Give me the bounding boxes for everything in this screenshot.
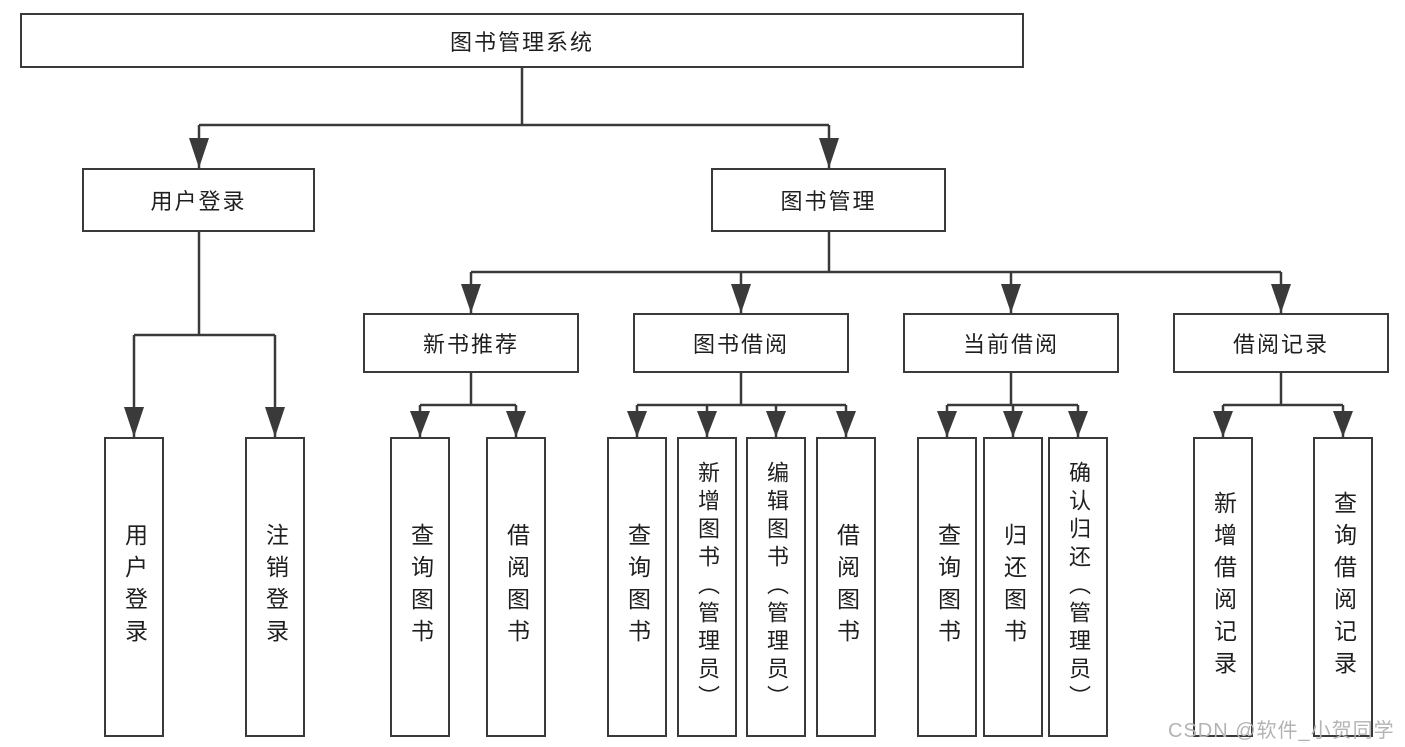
leaf-records-add: 新增借阅记录 bbox=[1193, 437, 1253, 737]
leaf-current-return-label: 归还图书 bbox=[1000, 523, 1027, 651]
leaf-newbooks-query-label: 查询图书 bbox=[407, 523, 434, 651]
node-borrow-records: 借阅记录 bbox=[1173, 313, 1389, 373]
node-new-books: 新书推荐 bbox=[363, 313, 579, 373]
node-book-borrow-label: 图书借阅 bbox=[692, 332, 789, 357]
node-root: 图书管理系统 bbox=[20, 13, 1024, 68]
node-book-mgmt-label: 图书管理 bbox=[780, 189, 877, 214]
node-root-label: 图书管理系统 bbox=[449, 29, 594, 55]
node-current-borrow: 当前借阅 bbox=[903, 313, 1119, 373]
leaf-newbooks-query: 查询图书 bbox=[390, 437, 450, 737]
leaf-borrow-edit-admin-label: 编辑图书（管理员） bbox=[764, 461, 789, 713]
leaf-records-query-label: 查询借阅记录 bbox=[1330, 491, 1357, 683]
leaf-records-query: 查询借阅记录 bbox=[1313, 437, 1373, 737]
leaf-current-query-label: 查询图书 bbox=[934, 523, 961, 651]
leaf-current-confirm-admin: 确认归还（管理员） bbox=[1048, 437, 1108, 737]
node-user-login-label: 用户登录 bbox=[150, 189, 247, 214]
node-book-mgmt: 图书管理 bbox=[711, 168, 946, 232]
leaf-borrow-query-label: 查询图书 bbox=[624, 523, 651, 651]
node-user-login: 用户登录 bbox=[82, 168, 315, 232]
node-new-books-label: 新书推荐 bbox=[422, 332, 519, 357]
leaf-borrow-add-admin-label: 新增图书（管理员） bbox=[695, 461, 720, 713]
leaf-borrow-edit-admin: 编辑图书（管理员） bbox=[746, 437, 806, 737]
leaf-borrow-borrow: 借阅图书 bbox=[816, 437, 876, 737]
node-borrow-records-label: 借阅记录 bbox=[1232, 332, 1329, 357]
leaf-user-login: 用户登录 bbox=[104, 437, 164, 737]
csdn-watermark: CSDN @软件_小贺同学 bbox=[1168, 720, 1395, 742]
leaf-borrow-borrow-label: 借阅图书 bbox=[833, 523, 860, 651]
leaf-logout: 注销登录 bbox=[245, 437, 305, 737]
leaf-logout-label: 注销登录 bbox=[262, 523, 289, 651]
leaf-current-return: 归还图书 bbox=[983, 437, 1043, 737]
leaf-user-login-label: 用户登录 bbox=[121, 523, 148, 651]
leaf-current-query: 查询图书 bbox=[917, 437, 977, 737]
leaf-newbooks-borrow: 借阅图书 bbox=[486, 437, 546, 737]
node-current-borrow-label: 当前借阅 bbox=[962, 332, 1059, 357]
leaf-borrow-query: 查询图书 bbox=[607, 437, 667, 737]
leaf-records-add-label: 新增借阅记录 bbox=[1210, 491, 1237, 683]
leaf-current-confirm-admin-label: 确认归还（管理员） bbox=[1066, 461, 1091, 713]
leaf-newbooks-borrow-label: 借阅图书 bbox=[503, 523, 530, 651]
leaf-borrow-add-admin: 新增图书（管理员） bbox=[677, 437, 737, 737]
node-book-borrow: 图书借阅 bbox=[633, 313, 849, 373]
